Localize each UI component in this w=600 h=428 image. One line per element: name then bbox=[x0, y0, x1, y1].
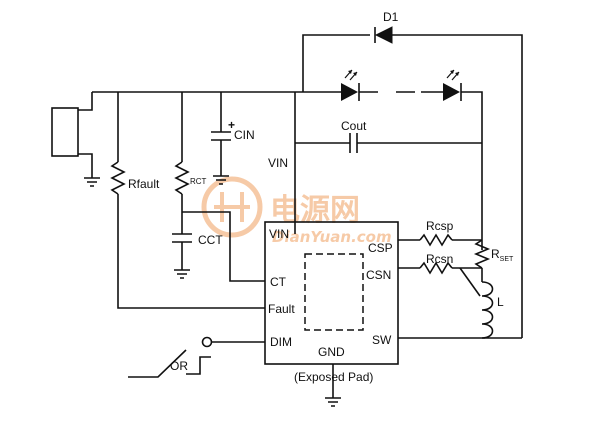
d1-diode-icon bbox=[374, 26, 393, 44]
cout-capacitor-icon bbox=[349, 133, 358, 153]
cct-label: CCT bbox=[198, 233, 223, 247]
ground-cin-icon bbox=[213, 175, 229, 185]
pwm-signal-icon bbox=[186, 356, 211, 375]
cct-capacitor-icon bbox=[172, 233, 192, 243]
watermark-logo-icon bbox=[201, 176, 263, 238]
cin-polarity: + bbox=[228, 118, 235, 132]
inductor-l-icon bbox=[481, 281, 494, 339]
cin-label: CIN bbox=[234, 128, 255, 142]
led-1-icon bbox=[341, 69, 360, 101]
d1-label: D1 bbox=[383, 10, 399, 24]
rct-resistor-icon bbox=[174, 161, 190, 195]
pin-gnd: GND bbox=[318, 345, 345, 359]
inductor-label: L bbox=[497, 295, 504, 309]
power-connector-icon bbox=[51, 92, 93, 178]
rcsn-resistor-icon bbox=[419, 261, 453, 275]
rfault-label: Rfault bbox=[128, 177, 160, 191]
vin-net-label: VIN bbox=[268, 156, 288, 170]
dim-input-terminal-icon bbox=[201, 336, 213, 348]
rct-label: RCT bbox=[190, 177, 207, 186]
ic-body bbox=[264, 221, 399, 365]
watermark: 电源网 DianYuan.com bbox=[201, 176, 392, 246]
pin-vin: VIN bbox=[269, 227, 289, 241]
rcsp-resistor-icon bbox=[419, 233, 453, 247]
watermark-latin: DianYuan.com bbox=[272, 228, 392, 246]
rcsn-label: Rcsn bbox=[426, 252, 453, 266]
or-label: OR bbox=[170, 359, 188, 373]
rset-label: RSET bbox=[491, 247, 514, 263]
dim-switch-icon bbox=[128, 349, 187, 378]
led-2-icon bbox=[443, 69, 462, 101]
pin-sw: SW bbox=[372, 333, 392, 347]
pin-ct: CT bbox=[270, 275, 287, 289]
pin-fault: Fault bbox=[268, 302, 295, 316]
cin-capacitor-icon bbox=[211, 131, 231, 141]
rfault-resistor-icon bbox=[110, 161, 126, 195]
pin-csp: CSP bbox=[368, 241, 393, 255]
pin-dim: DIM bbox=[270, 335, 292, 349]
ground-connector-icon bbox=[84, 177, 100, 187]
ground-ic-icon bbox=[325, 397, 341, 407]
ground-cct-icon bbox=[174, 269, 190, 279]
rcsp-label: Rcsp bbox=[426, 219, 454, 233]
pin-csn: CSN bbox=[366, 268, 391, 282]
cout-label: Cout bbox=[341, 119, 367, 133]
rset-resistor-icon bbox=[473, 239, 491, 269]
exposed-pad bbox=[304, 253, 364, 331]
